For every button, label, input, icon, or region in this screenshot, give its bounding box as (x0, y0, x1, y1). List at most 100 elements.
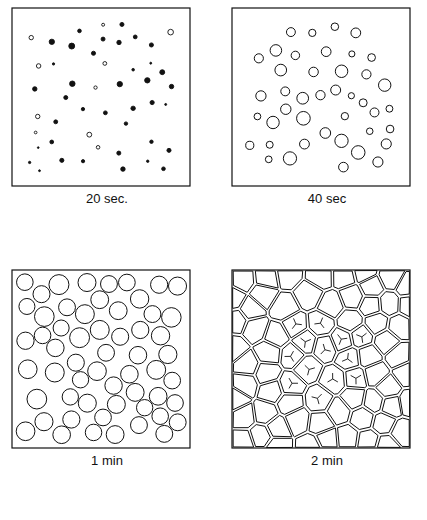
grain-cell (308, 310, 334, 335)
crack-line (291, 356, 294, 361)
nucleus-dot (70, 81, 75, 86)
grain-cell (340, 389, 365, 410)
crack-line (339, 339, 341, 345)
grain-circle (126, 383, 144, 401)
grain-circle (359, 99, 367, 107)
grain-circle (67, 354, 84, 371)
grain-circle (78, 274, 96, 292)
grain-circle (35, 307, 55, 327)
crack-line (355, 378, 356, 384)
grain-circle (49, 275, 69, 295)
grain-cell (309, 413, 335, 434)
nucleus-dot (36, 114, 40, 118)
grain-cell (373, 413, 396, 434)
grain-circle (53, 320, 69, 336)
grain-circle (121, 365, 139, 383)
grain-circle (370, 108, 379, 117)
nucleus-dot (91, 51, 95, 55)
grain-cell (350, 408, 373, 430)
grain-cell (305, 271, 331, 290)
nucleus-dot (50, 140, 54, 144)
nucleus-dot (60, 158, 64, 162)
crack-line (285, 356, 291, 357)
nucleus-dot (81, 107, 84, 110)
nucleus-dot (54, 120, 58, 124)
grain-circle (331, 85, 341, 95)
grain-cell (355, 271, 377, 283)
crack-line (362, 333, 367, 337)
grain-cell (257, 381, 281, 403)
nucleus-dot (165, 103, 167, 105)
grain-circle (386, 125, 394, 133)
crack-line (309, 368, 315, 370)
panel-frame (232, 8, 410, 186)
nucleus-dot (78, 29, 82, 33)
nuclei (28, 22, 173, 171)
crack-line (317, 394, 321, 398)
nucleus-dot (96, 146, 100, 150)
grain-circle (70, 328, 90, 348)
crack-line (356, 335, 362, 337)
grain-circle (321, 47, 331, 57)
crack-line (294, 318, 296, 324)
crack-line (347, 353, 349, 359)
grain-circle (105, 377, 122, 394)
grain-cell (292, 330, 316, 353)
nucleus-dot (33, 87, 37, 91)
grain-circle (162, 308, 182, 328)
time-caption: 2 min (311, 453, 343, 469)
crack-line (325, 350, 331, 351)
grain-cell (240, 295, 266, 318)
crack-line (342, 359, 348, 361)
nucleus-dot (124, 122, 127, 125)
grain-circle (90, 320, 109, 339)
grain-circle (152, 408, 169, 425)
grain-circle (144, 306, 161, 323)
nucleus-dot (103, 62, 107, 66)
grain-cell (400, 297, 409, 317)
grain-cell (314, 336, 336, 364)
grain-cell (243, 317, 269, 345)
grain-circle (95, 409, 112, 426)
grain-circle (88, 362, 107, 381)
grain-cell (318, 364, 344, 394)
grain-cell (250, 425, 270, 447)
grain-cell (233, 288, 246, 309)
crack-line (314, 323, 320, 325)
nucleus-dot (132, 68, 135, 71)
grain-circle (130, 290, 148, 308)
grain-circle (98, 344, 115, 361)
grain-cell (379, 271, 405, 290)
grain-cell (385, 342, 409, 368)
grain-cell (381, 292, 399, 316)
crack-line (289, 383, 292, 388)
grain-cell (382, 396, 401, 417)
grain-cell (255, 271, 278, 288)
crack-line (356, 375, 361, 378)
grain-circle (131, 417, 148, 434)
grain-circle (107, 395, 125, 413)
crack-line (341, 338, 347, 340)
grain-network (233, 271, 410, 448)
nucleus-dot (69, 43, 75, 49)
nucleus-dot (131, 106, 135, 110)
crack-line (291, 351, 294, 356)
grain-circle (320, 128, 331, 139)
grain-circle (119, 274, 136, 291)
nucleus-dot (168, 29, 174, 35)
grain-cell (317, 428, 337, 447)
grain-circle (246, 141, 254, 149)
nucleus-dot (133, 35, 137, 39)
grain-circle (297, 92, 309, 104)
grain-cell (338, 424, 358, 446)
grain-circle (85, 424, 102, 441)
grain-circle (349, 51, 355, 57)
grain-circle (132, 321, 149, 338)
grain-cell (294, 356, 323, 384)
grain-cell (233, 336, 250, 362)
grain-circle (267, 116, 279, 128)
crack-line (305, 365, 309, 369)
grain-circle (351, 146, 365, 160)
grain-circle (254, 113, 261, 120)
crack-line (292, 324, 296, 329)
